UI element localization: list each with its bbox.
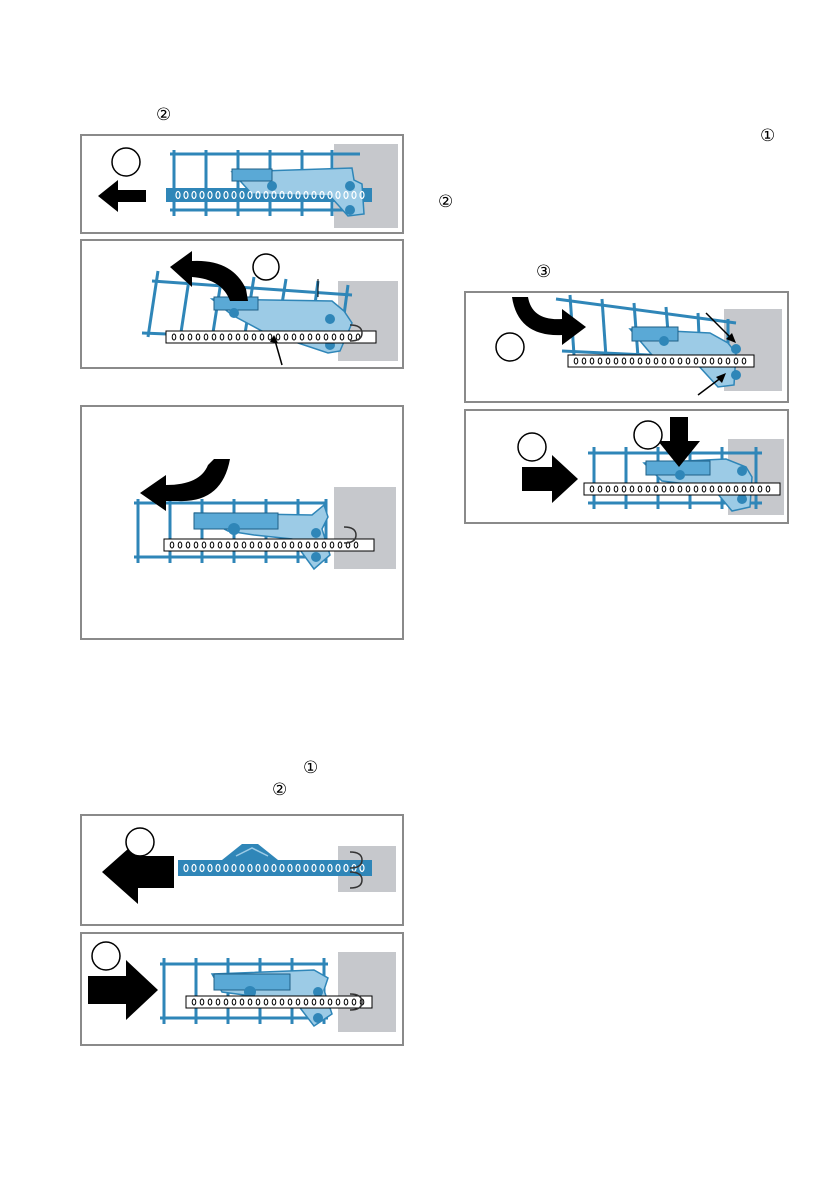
illustration-rack-lift-out — [80, 239, 404, 369]
arrow-down-icon — [658, 417, 700, 467]
callout-circle-icon — [634, 421, 662, 449]
step-marker-2: ② — [156, 106, 171, 124]
callout-circle-icon — [518, 433, 546, 461]
arrow-right-icon — [522, 455, 578, 503]
illustration-rack-hook-in — [464, 291, 789, 403]
wall-panel — [334, 487, 396, 569]
step-marker-3: ③ — [536, 263, 551, 281]
arrow-curved-icon — [170, 251, 248, 301]
rail-icon — [164, 539, 374, 551]
illustration-rack-pull-out — [80, 134, 404, 234]
wall-panel — [338, 952, 396, 1032]
callout-circle-icon — [253, 254, 279, 280]
callout-circle-icon — [496, 333, 524, 361]
illustration-rail-pull-out — [80, 814, 404, 926]
step-marker-1: ① — [303, 759, 318, 777]
arrow-left-icon — [98, 180, 146, 212]
callout-circle-icon — [92, 942, 120, 970]
illustration-rack-reinsert — [80, 405, 404, 640]
step-marker-2: ② — [272, 781, 287, 799]
step-marker-1: ① — [760, 127, 775, 145]
step-marker-2: ② — [438, 193, 453, 211]
illustration-rack-push-in — [80, 932, 404, 1046]
arrow-right-icon — [88, 960, 158, 1020]
illustration-rack-lock — [464, 409, 789, 524]
callout-circle-icon — [112, 148, 140, 176]
callout-circle-icon — [126, 828, 154, 856]
arrow-curved-icon — [512, 297, 586, 345]
